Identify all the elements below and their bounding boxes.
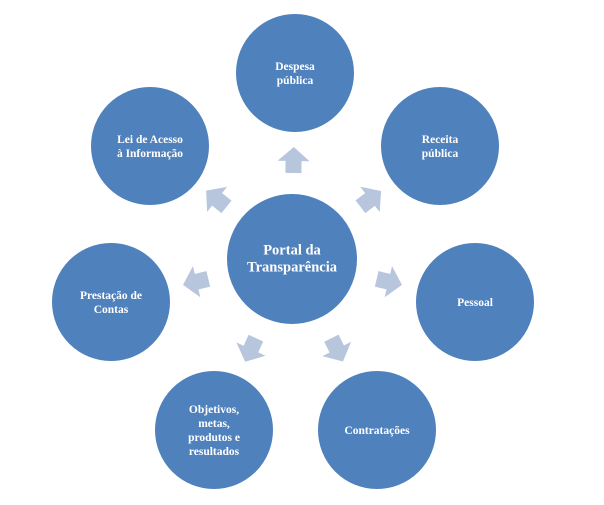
node-label-contratacoes: Contratações [344,425,410,437]
node-pessoal: Pessoal [414,241,536,363]
node-label-objetivos-metas-line: produtos e [188,432,240,444]
node-receita-publica: Receita pública [379,85,501,207]
node-circle-lei-de-acesso [89,85,211,207]
node-label-prestacao-de-contas: Prestação de Contas [80,290,142,316]
node-label-lei-de-acesso: Lei de Acesso à Informação [117,134,183,160]
node-circle-despesa-publica [234,12,356,134]
node-label-despesa-publica-line: Despesa [275,61,315,73]
arrow-to-receita-publica [355,186,382,214]
arrow-to-despesa-publica [277,147,310,174]
node-label-despesa-publica: Despesa pública [275,61,315,87]
node-circle-receita-publica [379,85,501,207]
node-despesa-publica: Despesa pública [234,12,356,134]
node-circle-prestacao-de-contas [50,241,172,363]
arrow-to-pessoal [374,266,402,298]
node-label-prestacao-de-contas-line: Prestação de [80,290,142,302]
node-label-despesa-publica-line: pública [277,75,314,87]
node-label-objetivos-metas-line: resultados [189,446,240,458]
center-label-line: Transparência [247,260,338,276]
node-label-receita-publica-line: Receita [422,134,459,146]
node-objetivos-metas: Objetivos, metas, produtos e resultados [153,369,275,491]
node-circle-pessoal [414,241,536,363]
arrow-to-lei-de-acesso [206,186,232,214]
arrow-to-prestacao-de-contas [183,266,211,298]
node-contratacoes: Contratações [316,369,438,491]
node-circle-objetivos-metas [153,369,275,491]
node-label-pessoal: Pessoal [457,297,493,309]
node-lei-de-acesso: Lei de Acesso à Informação [89,85,211,207]
node-label-objetivos-metas: Objetivos, metas, produtos e resultados [188,404,240,458]
node-prestacao-de-contas: Prestação de Contas [50,241,172,363]
arrow-to-contratacoes [322,334,352,362]
node-label-prestacao-de-contas-line: Contas [94,304,129,316]
node-label-lei-de-acesso-line: Lei de Acesso [117,134,183,146]
node-label-receita-publica: Receita pública [422,134,459,160]
node-label-contratacoes-line: Contratações [344,425,410,437]
center-circle [225,192,359,326]
arrow-to-objetivos-metas [236,334,266,362]
node-label-lei-de-acesso-line: à Informação [117,148,183,160]
node-circle-contratacoes [316,369,438,491]
node-label-receita-publica-line: pública [422,148,459,160]
arrows-layer [183,147,402,362]
center-label-line: Portal da [263,243,321,259]
node-label-pessoal-line: Pessoal [457,297,493,309]
node-label-objetivos-metas-line: metas, [198,418,230,430]
node-label-objetivos-metas-line: Objetivos, [189,404,239,416]
